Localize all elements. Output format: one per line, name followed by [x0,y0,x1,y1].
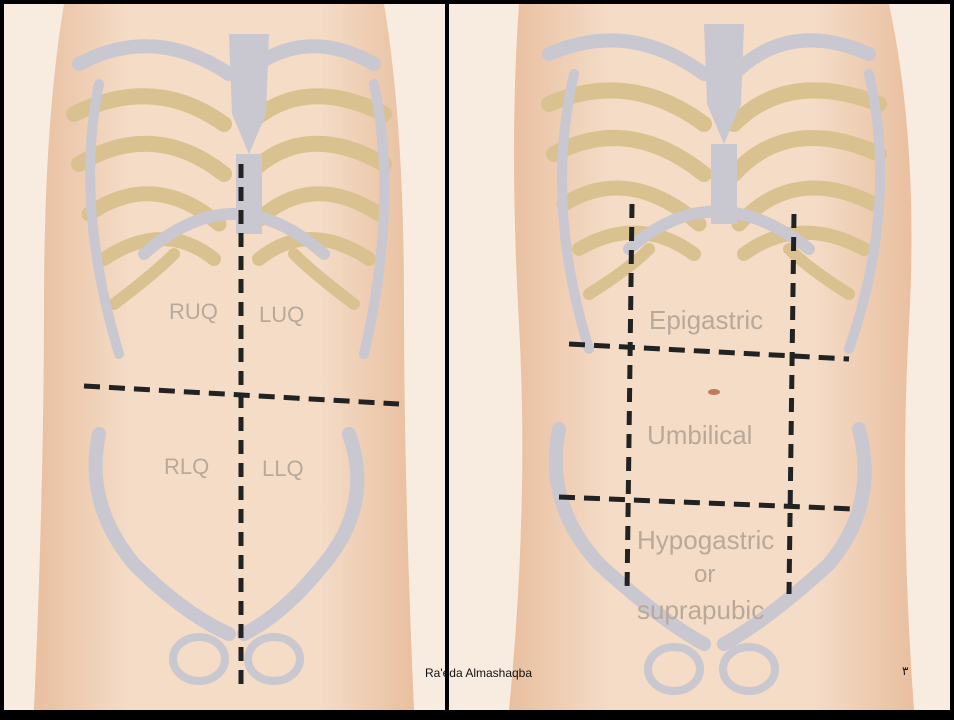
page-number: ٣ [902,664,908,678]
regions-illustration: Epigastric Umbilical Hypogastric or supr… [449,4,950,710]
quadrants-illustration: RUQ LUQ RLQ LLQ [4,4,445,710]
label-epigastric: Epigastric [649,305,763,335]
label-hypogastric: Hypogastric [637,525,774,555]
torso-regions-drawing: Epigastric Umbilical Hypogastric or supr… [449,4,950,710]
label-luq: LUQ [259,302,304,327]
label-or: or [694,561,715,588]
umbilicus [708,389,720,395]
label-llq: LLQ [262,456,304,481]
label-ruq: RUQ [169,299,218,324]
xiphoid [711,144,737,224]
label-suprapubic: suprapubic [637,595,764,625]
label-umbilical: Umbilical [647,420,752,450]
torso-quadrants-drawing: RUQ LUQ RLQ LLQ [4,4,445,710]
label-rlq: RLQ [164,454,209,479]
author-credit: Ra'eda Almashaqba [425,666,532,680]
